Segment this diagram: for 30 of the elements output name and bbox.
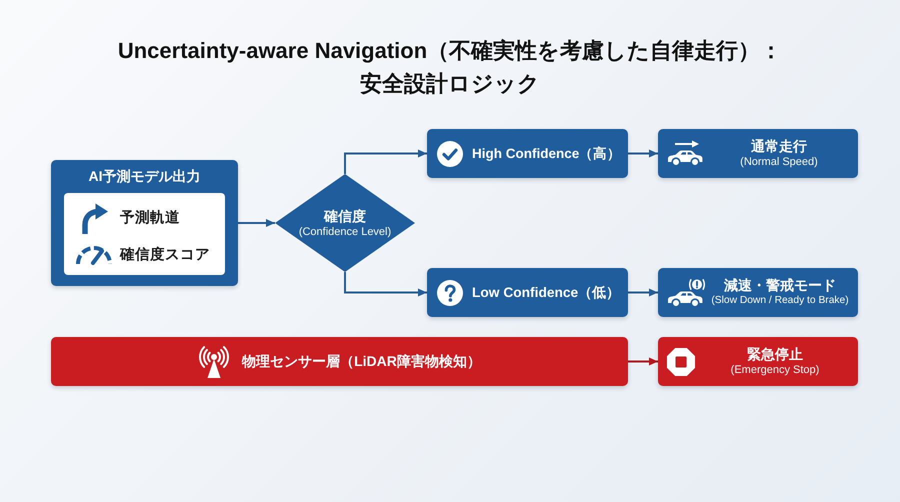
arrow [344, 149, 427, 174]
stop-box [658, 337, 858, 386]
diamond-sublabel: (Confidence Level) [298, 224, 392, 238]
box-title: 緊急停止 [747, 346, 803, 363]
list-item-text: 確信度スコア [120, 245, 210, 264]
status-box [427, 129, 628, 178]
output-card [64, 193, 225, 275]
list-item-text: 予測軌道 [120, 208, 180, 228]
status-box [427, 268, 628, 317]
panel-title: AI予測モデル出力 [88, 168, 200, 184]
arrow [628, 357, 658, 366]
diamond-label: 確信度 [324, 208, 366, 224]
sensor-bar [51, 337, 628, 386]
action-box [658, 268, 858, 317]
page-title: Uncertainty-aware Navigation（不確実性を考慮した自律走行）：安全設計ロジック [118, 38, 782, 96]
decision-diamond [275, 174, 415, 272]
arrow [238, 218, 275, 228]
arrow [344, 272, 427, 297]
box-label: Low Confidence（低） [472, 284, 620, 301]
arrow [628, 288, 658, 297]
box-title: 通常走行 [751, 138, 807, 155]
arrow [628, 149, 658, 158]
box-label: High Confidence（高） [472, 145, 622, 162]
bar-label: 物理センサー層（LiDAR障害物検知） [242, 353, 481, 370]
box-subtitle: (Emergency Stop) [730, 363, 820, 377]
box-subtitle: (Slow Down / Ready to Brake) [711, 294, 849, 308]
output-panel [51, 160, 238, 286]
box-subtitle: (Normal Speed) [740, 155, 818, 169]
action-box [658, 129, 858, 178]
box-title: 減速・警戒モード [724, 277, 836, 294]
